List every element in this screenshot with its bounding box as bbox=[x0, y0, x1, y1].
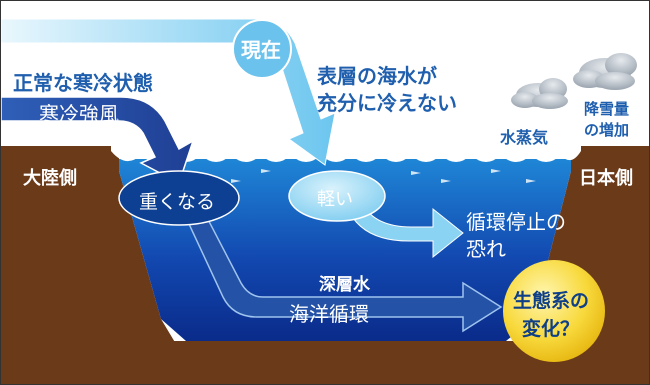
cloud-2-icon bbox=[573, 53, 637, 90]
japan-label: 日本側 bbox=[579, 168, 633, 189]
cold-wind-label: 寒冷強風 bbox=[39, 102, 119, 126]
heavy-label: 重くなる bbox=[139, 191, 216, 213]
deep-circulation-arrow bbox=[167, 178, 503, 333]
surface-line1: 表層の海水が bbox=[317, 64, 437, 88]
ecosystem-line1: 生態系の bbox=[513, 290, 590, 312]
heavy-oval bbox=[118, 170, 240, 226]
ecosystem-circle bbox=[503, 260, 605, 362]
vapor-label: 水蒸気 bbox=[500, 128, 549, 147]
light-label: 軽い bbox=[317, 189, 353, 210]
cloud-1-icon bbox=[511, 78, 568, 109]
ocean-circulation-label: 海洋循環 bbox=[289, 302, 369, 326]
land-left bbox=[1, 146, 191, 369]
snow-line2: の増加 bbox=[584, 121, 630, 139]
continent-label: 大陸側 bbox=[23, 168, 77, 189]
normal-cold-label: 正常な寒冷状態 bbox=[13, 71, 153, 95]
deep-water-label: 深層水 bbox=[319, 275, 370, 295]
stop-line2: 恐れ bbox=[466, 237, 506, 261]
stop-line1: 循環停止の bbox=[466, 210, 566, 234]
sea-surface-waves bbox=[111, 141, 581, 162]
ecosystem-line2: 変化？ bbox=[522, 318, 580, 340]
light-oval bbox=[288, 170, 386, 222]
present-label: 現在 bbox=[241, 38, 281, 62]
surface-line2: 充分に冷えない bbox=[317, 91, 457, 115]
present-circle bbox=[232, 19, 292, 79]
snow-line1: 降雪量 bbox=[584, 100, 630, 118]
stop-arrow bbox=[346, 200, 464, 259]
